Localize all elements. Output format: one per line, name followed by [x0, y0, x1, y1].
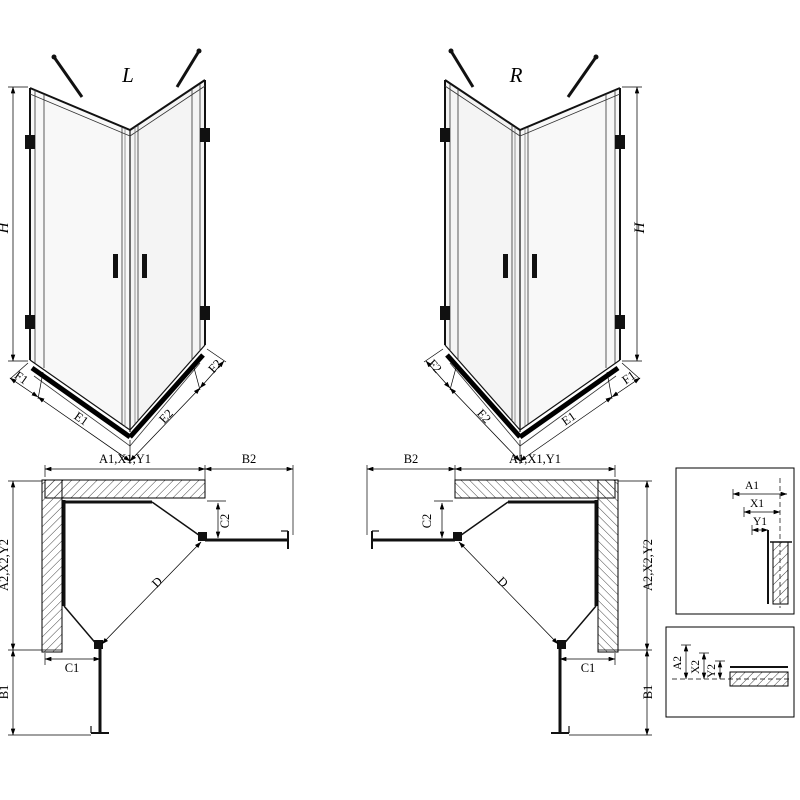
profile-section [772, 541, 789, 605]
dim-label-c1: C1 [581, 661, 596, 675]
height-label-right: H [632, 221, 648, 234]
dim-label-a1: A1 [745, 480, 759, 492]
dim-label-a2x2y2: A2,X2,Y2 [641, 539, 655, 591]
dim-label-a2x2y2: A2,X2,Y2 [0, 539, 11, 591]
dim-label-a2: A2 [672, 656, 684, 670]
plan-view-left: A1,X1,Y1 B2 C2 A2,X2,Y2 B1 C1 D [0, 452, 293, 735]
iso-right-geometry [424, 49, 642, 465]
dim-label-b1: B1 [0, 685, 11, 700]
dim-label-b2: B2 [404, 452, 419, 466]
iso-left-geometry [8, 49, 226, 465]
dim-label-f1: F1 [12, 368, 31, 387]
dim-label-x1: X1 [750, 498, 764, 510]
dim-label-c2: C2 [218, 514, 232, 529]
profile-section [729, 671, 789, 687]
dim-label-b2: B2 [242, 452, 257, 466]
iso-view-left: L H F1 E1 E2 F2 [0, 49, 226, 465]
dim-label-b1: B1 [641, 685, 655, 700]
dim-label-c2: C2 [420, 514, 434, 529]
iso-view-right: R H F2 E2 E1 F1 [424, 49, 648, 465]
plan-right-geometry [367, 465, 652, 735]
dim-label-e2: E2 [474, 406, 494, 426]
plan-left-geometry [8, 465, 293, 735]
dim-label-e1: E1 [559, 409, 578, 428]
dim-label-a1x1y1: A1,X1,Y1 [99, 452, 151, 466]
dim-label-e2: E2 [156, 406, 176, 426]
dim-label-a1x1y1: A1,X1,Y1 [509, 452, 561, 466]
dim-label-e1: E1 [72, 409, 91, 428]
dim-label-f1: F1 [619, 368, 638, 387]
plan-view-right: B2 A1,X1,Y1 C2 A2,X2,Y2 B1 C1 D [367, 452, 655, 735]
height-label-left: H [0, 221, 12, 234]
dim-label-y1: Y1 [753, 516, 767, 528]
view-title-right: R [509, 63, 523, 87]
dim-label-c1: C1 [65, 661, 80, 675]
detail-panel-bottom: A2 X2 Y2 [665, 626, 795, 718]
dim-label-x2: X2 [690, 660, 702, 674]
dim-label-d: D [495, 574, 511, 590]
view-title-left: L [121, 63, 134, 87]
dim-label-y2: Y2 [706, 664, 718, 678]
detail-panel-top: A1 X1 Y1 [675, 467, 795, 615]
dim-label-d: D [149, 574, 165, 590]
